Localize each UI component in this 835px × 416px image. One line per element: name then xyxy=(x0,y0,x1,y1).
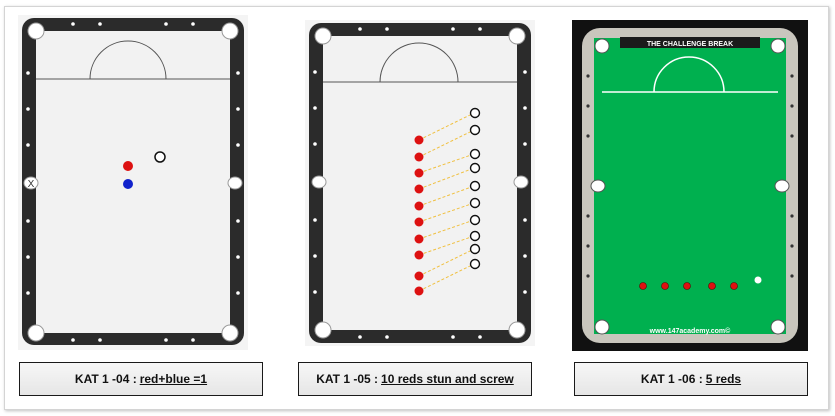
caption-prefix: KAT 1 -05 : xyxy=(316,372,379,386)
caption-link[interactable]: 5 reds xyxy=(705,372,742,386)
cue-ball-position xyxy=(469,243,481,255)
cue-ball-position xyxy=(469,180,481,192)
caption-prefix: KAT 1 -06 : xyxy=(640,372,703,386)
path-line xyxy=(418,112,475,141)
path-line xyxy=(418,129,475,158)
cue-ball-position xyxy=(469,197,481,209)
cue-ball xyxy=(754,276,762,284)
red-ball xyxy=(414,168,424,178)
red-ball xyxy=(683,282,691,290)
table-diagram-2 xyxy=(305,20,535,346)
caption-kat-1-04: KAT 1 -04 : red+blue =1 xyxy=(19,362,263,396)
cue-ball-position xyxy=(469,258,481,270)
caption-link[interactable]: red+blue =1 xyxy=(139,372,208,386)
red-ball xyxy=(123,161,133,171)
red-ball xyxy=(414,201,424,211)
cue-ball-position xyxy=(469,214,481,226)
red-ball xyxy=(414,271,424,281)
path-line xyxy=(418,248,475,277)
five-reds xyxy=(639,282,738,290)
pocket-mark: X xyxy=(28,179,35,190)
ball-layout xyxy=(414,107,481,296)
red-ball xyxy=(414,184,424,194)
table-footer: www.147academy.com© xyxy=(649,327,731,335)
red-ball xyxy=(708,282,716,290)
table-diagram-1: X xyxy=(18,15,248,350)
red-ball xyxy=(639,282,647,290)
red-ball xyxy=(414,286,424,296)
red-ball xyxy=(414,135,424,145)
red-ball xyxy=(661,282,669,290)
table-diagram-3: THE CHALLENGE BREAK www.147academy.com© xyxy=(572,20,808,351)
cue-ball-position xyxy=(469,162,481,174)
path-line xyxy=(418,263,475,292)
red-ball xyxy=(414,152,424,162)
red-ball xyxy=(730,282,738,290)
caption-kat-1-06: KAT 1 -06 : 5 reds xyxy=(574,362,808,396)
cue-ball-position xyxy=(469,124,481,136)
caption-link[interactable]: 10 reds stun and screw xyxy=(381,372,514,386)
caption-kat-1-05: KAT 1 -05 : 10 reds stun and screw xyxy=(298,362,532,396)
table-header: THE CHALLENGE BREAK xyxy=(647,41,733,48)
blue-ball xyxy=(123,179,133,189)
cue-ball-position xyxy=(469,107,481,119)
red-ball xyxy=(414,234,424,244)
red-ball xyxy=(414,217,424,227)
cue-ball xyxy=(154,151,166,163)
cue-ball-position xyxy=(469,148,481,160)
red-ball xyxy=(414,250,424,260)
caption-prefix: KAT 1 -04 : xyxy=(74,372,137,386)
cue-ball-position xyxy=(469,230,481,242)
